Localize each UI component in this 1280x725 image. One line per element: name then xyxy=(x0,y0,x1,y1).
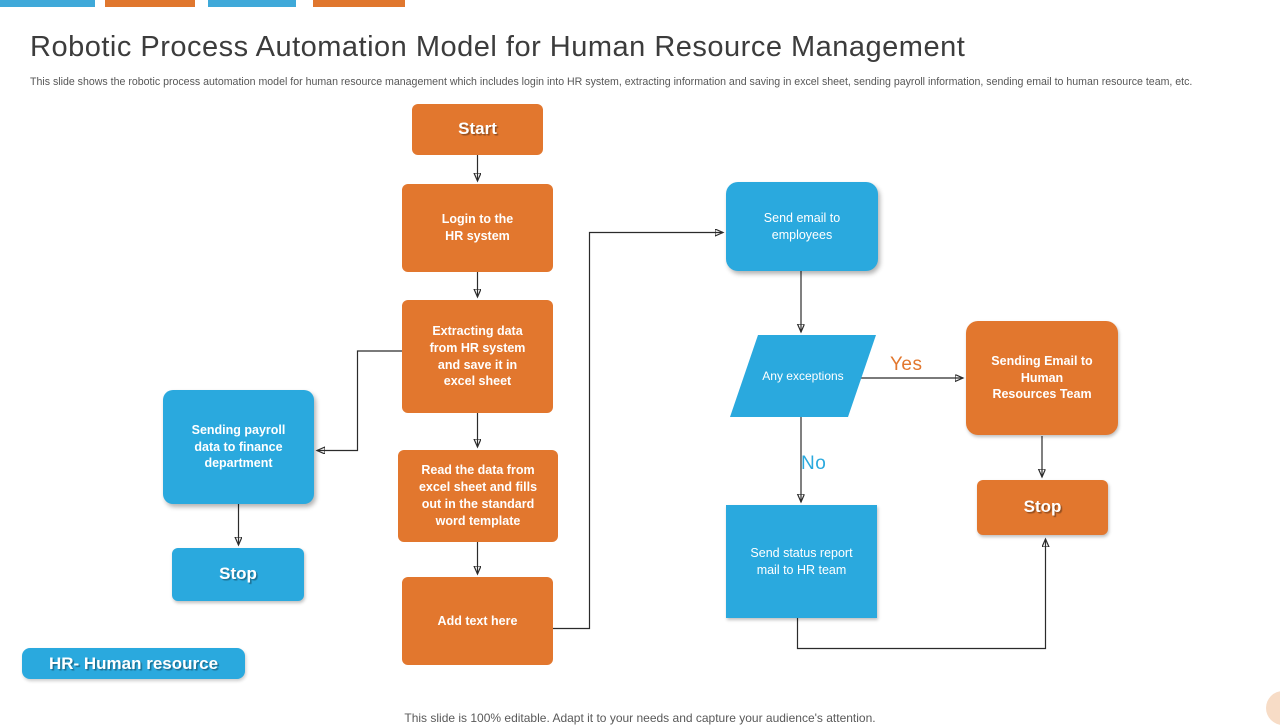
flow-node-any-exceptions[interactable]: Any exceptions xyxy=(730,335,876,417)
flow-node-stop-left[interactable]: Stop xyxy=(172,548,304,601)
flow-node-stop-right[interactable]: Stop xyxy=(977,480,1108,535)
flow-node-sending-payroll[interactable]: Sending payroll data to finance departme… xyxy=(163,390,314,504)
flow-node-extract-data[interactable]: Extracting data from HR system and save … xyxy=(402,300,553,413)
connector-extract-payroll xyxy=(317,350,402,451)
slide-description: This slide shows the robotic process aut… xyxy=(30,75,1193,88)
branch-label-yes: Yes xyxy=(890,354,923,375)
top-bar-segment-orange-2 xyxy=(313,0,405,7)
connector-addtext-sendemail xyxy=(553,233,723,630)
branch-label-no: No xyxy=(801,453,827,474)
corner-decoration-circle xyxy=(1266,691,1280,725)
flow-node-login-hr-system[interactable]: Login to the HR system xyxy=(402,184,553,272)
flow-node-start[interactable]: Start xyxy=(412,104,543,155)
top-bar-segment-blue-1 xyxy=(0,0,95,7)
legend-hr-abbreviation[interactable]: HR- Human resource xyxy=(22,648,245,679)
flow-node-add-text[interactable]: Add text here xyxy=(402,577,553,665)
flow-node-sending-email-hr-team[interactable]: Sending Email to Human Resources Team xyxy=(966,321,1118,435)
top-bar-segment-orange-1 xyxy=(105,0,195,7)
flow-node-read-data[interactable]: Read the data from excel sheet and fills… xyxy=(398,450,558,542)
flow-node-send-status-report[interactable]: Send status report mail to HR team xyxy=(726,505,877,618)
page-title: Robotic Process Automation Model for Hum… xyxy=(30,31,966,64)
top-bar-segment-blue-2 xyxy=(208,0,296,7)
flow-node-send-email-employees[interactable]: Send email to employees xyxy=(726,182,878,271)
editable-note: This slide is 100% editable. Adapt it to… xyxy=(404,711,876,725)
